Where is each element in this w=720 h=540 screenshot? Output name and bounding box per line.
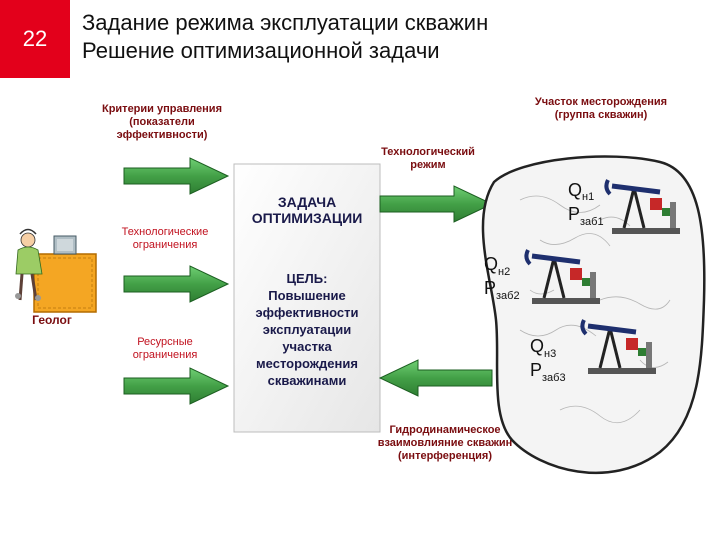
task-title: ЗАДАЧА ОПТИМИЗАЦИИ [240, 194, 374, 226]
well-1-p-sub: заб1 [580, 216, 604, 228]
title-block: Задание режима эксплуатации скважин Реше… [70, 0, 720, 78]
well-3-p-sub: заб3 [542, 372, 566, 384]
well-3-p-symbol: P [530, 360, 542, 380]
goal-line: Повышение [268, 288, 346, 303]
arrow-hydro-feedback [378, 359, 493, 397]
well-3-params: Q н3 P заб3 [530, 336, 566, 384]
well-1-params: Q н1 P заб1 [568, 180, 604, 228]
resource-limits-line: Ресурсные [137, 336, 193, 348]
arrow-criteria [123, 157, 230, 195]
well-2-q-symbol: Q [484, 254, 498, 274]
field-section-line: Участок месторождения [534, 96, 668, 108]
well-1-p-symbol: P [568, 204, 580, 224]
well-3-q-symbol: Q [530, 336, 544, 356]
pumpjack-icon [524, 249, 600, 304]
title-line-2: Решение оптимизационной задачи [82, 38, 440, 63]
well-2-p-sub: заб2 [496, 290, 520, 302]
hydro-line: (интерференция) [398, 450, 492, 462]
task-title-line: ЗАДАЧА [277, 194, 337, 210]
field-texture [519, 195, 671, 424]
well-2-p-symbol: P [484, 278, 496, 298]
well-1-q-sub: н1 [582, 191, 594, 203]
goal-line: участка [282, 339, 332, 354]
tech-mode-label: Технологический режим [368, 146, 488, 172]
hydro-line: Гидродинамическое [389, 424, 501, 436]
well-2-params: Q н2 P заб2 [484, 254, 520, 302]
resource-limits-label: Ресурсные ограничения [105, 336, 225, 362]
tech-mode-line: Технологический [381, 146, 475, 158]
hydro-label: Гидродинамическое взаимовлияние скважин … [360, 424, 530, 463]
well-3-q-sub: н3 [544, 348, 556, 360]
field-area [481, 155, 706, 474]
tech-limits-label: Технологические ограничения [100, 226, 230, 252]
slide-number: 22 [0, 0, 70, 78]
arrow-tech-limits [123, 265, 230, 303]
geologist-label: Геолог [32, 313, 72, 327]
goal-line: скважинами [267, 373, 347, 388]
field-section-label: Участок месторождения (группа скважин) [516, 96, 686, 122]
pumpjack-icon [580, 319, 656, 374]
task-title-line: ОПТИМИЗАЦИИ [251, 210, 363, 226]
hydro-line: взаимовлияние скважин [377, 437, 513, 449]
task-box [233, 163, 381, 433]
goal-line: эффективности [255, 305, 359, 320]
arrow-tech-mode [379, 185, 494, 223]
criteria-line: Критерии управления [101, 103, 222, 115]
title-line-1: Задание режима эксплуатации скважин [82, 10, 489, 35]
well-2-q-sub: н2 [498, 266, 510, 278]
geologist-icon [15, 228, 97, 313]
tech-limits-line: ограничения [132, 239, 198, 251]
tech-mode-line: режим [410, 159, 446, 171]
pumpjack-icon [604, 179, 680, 234]
goal-line: эксплуатации [262, 322, 352, 337]
goal-line: ЦЕЛЬ: [286, 271, 328, 286]
tech-limits-line: Технологические [121, 226, 209, 238]
criteria-line: эффективности) [116, 129, 208, 141]
goal-line: месторождения [256, 356, 358, 371]
goal-text: ЦЕЛЬ: Повышение эффективности эксплуатац… [238, 270, 376, 389]
well-1-q-symbol: Q [568, 180, 582, 200]
resource-limits-line: ограничения [132, 349, 198, 361]
criteria-label: Критерии управления (показатели эффектив… [92, 103, 232, 142]
arrow-resource-limits [123, 367, 230, 405]
criteria-line: (показатели [129, 116, 195, 128]
field-section-line: (группа скважин) [554, 109, 648, 121]
